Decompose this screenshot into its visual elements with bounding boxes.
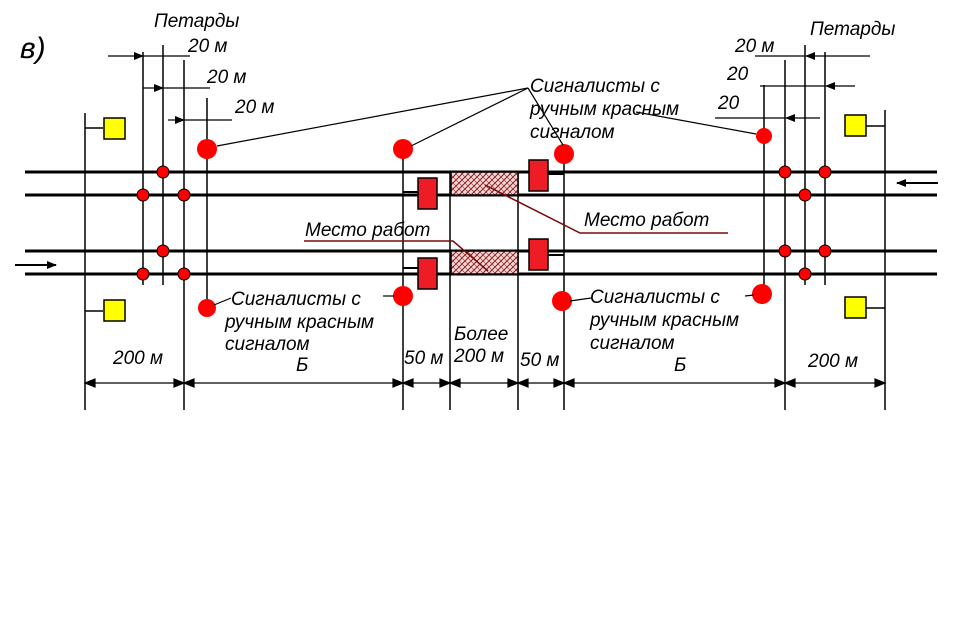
dim-50m-right: 50 м <box>520 350 559 371</box>
signalmen <box>197 128 772 317</box>
dim-B-right: Б <box>674 355 686 376</box>
reference-lines <box>84 45 886 410</box>
stop-signs <box>403 159 564 290</box>
labels: Петарды 20 м 20 м 20 м Петарды 20 м 20 2… <box>112 11 895 376</box>
signalmen-left-line2: ручным красным <box>224 312 374 333</box>
petard-icon <box>136 188 150 202</box>
yellow-sign-icon <box>844 114 885 137</box>
dimension-lines <box>83 52 887 388</box>
dist-20m-right: 20 м <box>734 36 774 57</box>
dim-50m-left: 50 м <box>404 348 443 369</box>
signalmen-top-line2: ручным красным <box>529 99 679 120</box>
signalman-icon <box>198 299 216 317</box>
signalman-icon <box>554 144 574 164</box>
petard-icon <box>156 165 170 179</box>
yellow-sign-icon <box>85 117 126 140</box>
signalman-icon <box>756 128 772 144</box>
direction-arrows <box>15 179 938 269</box>
petards-label-left: Петарды <box>154 11 239 32</box>
petard-icon <box>136 267 150 281</box>
dist-20m-left-3: 20 м <box>234 97 274 118</box>
work-site-label-track1: Место работ <box>584 210 709 231</box>
petard-icon <box>177 267 191 281</box>
petard-icon <box>778 165 792 179</box>
signalmen-right-line1: Сигналисты с <box>590 287 720 308</box>
petard-icon <box>798 188 812 202</box>
leader-lines <box>213 87 757 306</box>
signalmen-right-line3: сигналом <box>590 333 675 354</box>
dim-200m-right: 200 м <box>807 351 858 372</box>
stop-sign-icon <box>528 159 564 192</box>
work-site-label-track2: Место работ <box>305 220 430 241</box>
signalmen-top-line1: Сигналисты с <box>530 76 660 97</box>
dim-200m-left: 200 м <box>112 348 163 369</box>
signalmen-left-line3: сигналом <box>225 334 310 355</box>
signalmen-right-line2: ручным красным <box>589 310 739 331</box>
petard-icon <box>818 244 832 258</box>
work-zone-track1 <box>450 171 519 196</box>
signalman-icon <box>197 139 217 159</box>
signalmen-left-line1: Сигналисты с <box>231 289 361 310</box>
dim-more-than-line2: 200 м <box>453 346 504 367</box>
work-site-leaders <box>304 184 728 272</box>
petard-icon <box>798 267 812 281</box>
petard-icon <box>177 188 191 202</box>
yellow-sign-icon <box>85 299 126 322</box>
dim-B-left: Б <box>296 355 308 376</box>
dist-20m-left-2: 20 м <box>206 67 246 88</box>
petards <box>136 165 832 281</box>
boundary-signs <box>85 114 885 322</box>
signalman-icon <box>752 284 772 304</box>
signalman-icon <box>393 139 413 159</box>
petard-icon <box>818 165 832 179</box>
signalman-icon <box>552 291 572 311</box>
yellow-sign-icon <box>844 296 885 319</box>
petard-icon <box>778 244 792 258</box>
signalman-icon <box>393 286 413 306</box>
figure-letter: в) <box>20 32 46 65</box>
work-zones <box>450 171 519 275</box>
signalmen-top-line3: сигналом <box>530 122 615 143</box>
dist-20m-left-1: 20 м <box>187 36 227 57</box>
stop-sign-icon <box>403 177 438 210</box>
stop-sign-icon <box>403 257 438 290</box>
petard-icon <box>156 244 170 258</box>
dist-20-right-1: 20 <box>726 64 749 85</box>
petards-label-right: Петарды <box>810 19 895 40</box>
work-zone-track2 <box>450 250 519 275</box>
stop-sign-icon <box>528 238 564 271</box>
dist-20-right-2: 20 <box>717 93 740 114</box>
dim-more-than-line1: Более <box>454 324 508 345</box>
